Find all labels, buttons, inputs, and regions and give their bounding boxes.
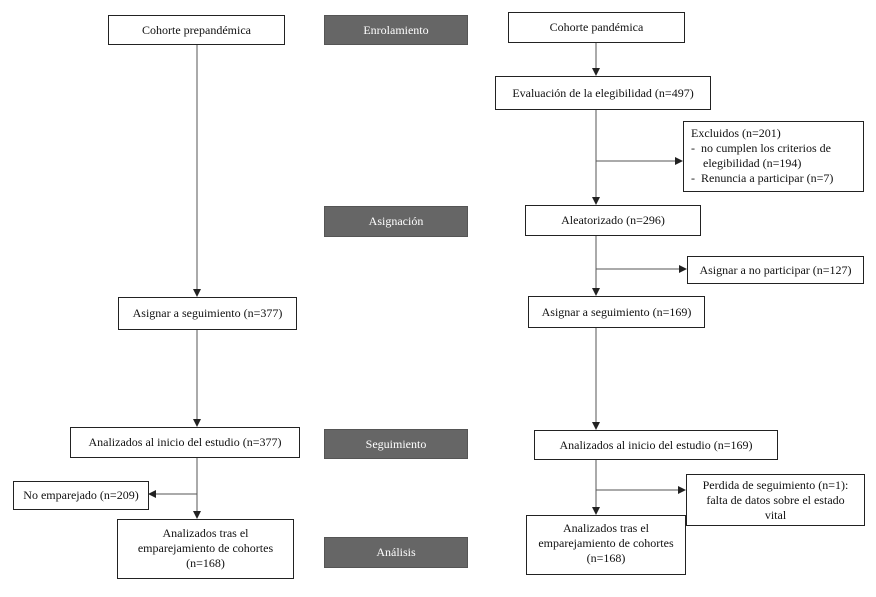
- excluded-title: Excluidos (n=201): [691, 126, 781, 140]
- right-baseline-box: Analizados al inicio del estudio (n=169): [534, 430, 778, 460]
- left-baseline-box: Analizados al inicio del estudio (n=377): [70, 427, 300, 458]
- excluded-item-3: - Renuncia a participar (n=7): [691, 171, 834, 185]
- right-matched-line-1: Analizados tras el: [563, 521, 649, 535]
- excluded-item-2: elegibilidad (n=194): [691, 156, 802, 170]
- left-cohort-box: Cohorte prepandémica: [108, 15, 285, 45]
- stage-asignacion: Asignación: [324, 206, 468, 237]
- left-matched-line-3: (n=168): [186, 556, 225, 570]
- right-cohort-box: Cohorte pandémica: [508, 12, 685, 43]
- lost-line-3: vital: [764, 508, 787, 522]
- lost-line-2: falta de datos sobre el estado: [706, 493, 845, 507]
- left-matched-box: Analizados tras el emparejamiento de coh…: [117, 519, 294, 579]
- right-matched-line-2: emparejamiento de cohortes: [538, 536, 674, 550]
- right-excluded-box: Excluidos (n=201) - no cumplen los crite…: [683, 121, 864, 192]
- right-assign-box: Asignar a seguimiento (n=169): [528, 296, 705, 328]
- stage-seguimiento: Seguimiento: [324, 429, 468, 459]
- right-matched-box: Analizados tras el emparejamiento de coh…: [526, 515, 686, 575]
- left-matched-line-1: Analizados tras el: [162, 526, 249, 540]
- right-no-participate-box: Asignar a no participar (n=127): [687, 256, 864, 284]
- stage-analisis: Análisis: [324, 537, 468, 568]
- excluded-item-1: - no cumplen los criterios de: [691, 141, 831, 155]
- right-eligibility-box: Evaluación de la elegibilidad (n=497): [495, 76, 711, 110]
- left-unmatched-box: No emparejado (n=209): [13, 481, 149, 510]
- right-lost-box: Perdida de seguimiento (n=1): falta de d…: [686, 474, 865, 526]
- right-randomized-box: Aleatorizado (n=296): [525, 205, 701, 236]
- lost-line-1: Perdida de seguimiento (n=1):: [702, 478, 849, 492]
- left-matched-line-2: emparejamiento de cohortes: [137, 541, 274, 555]
- left-assign-box: Asignar a seguimiento (n=377): [118, 297, 297, 330]
- stage-enrolamiento: Enrolamiento: [324, 15, 468, 45]
- right-matched-line-3: (n=168): [586, 551, 626, 565]
